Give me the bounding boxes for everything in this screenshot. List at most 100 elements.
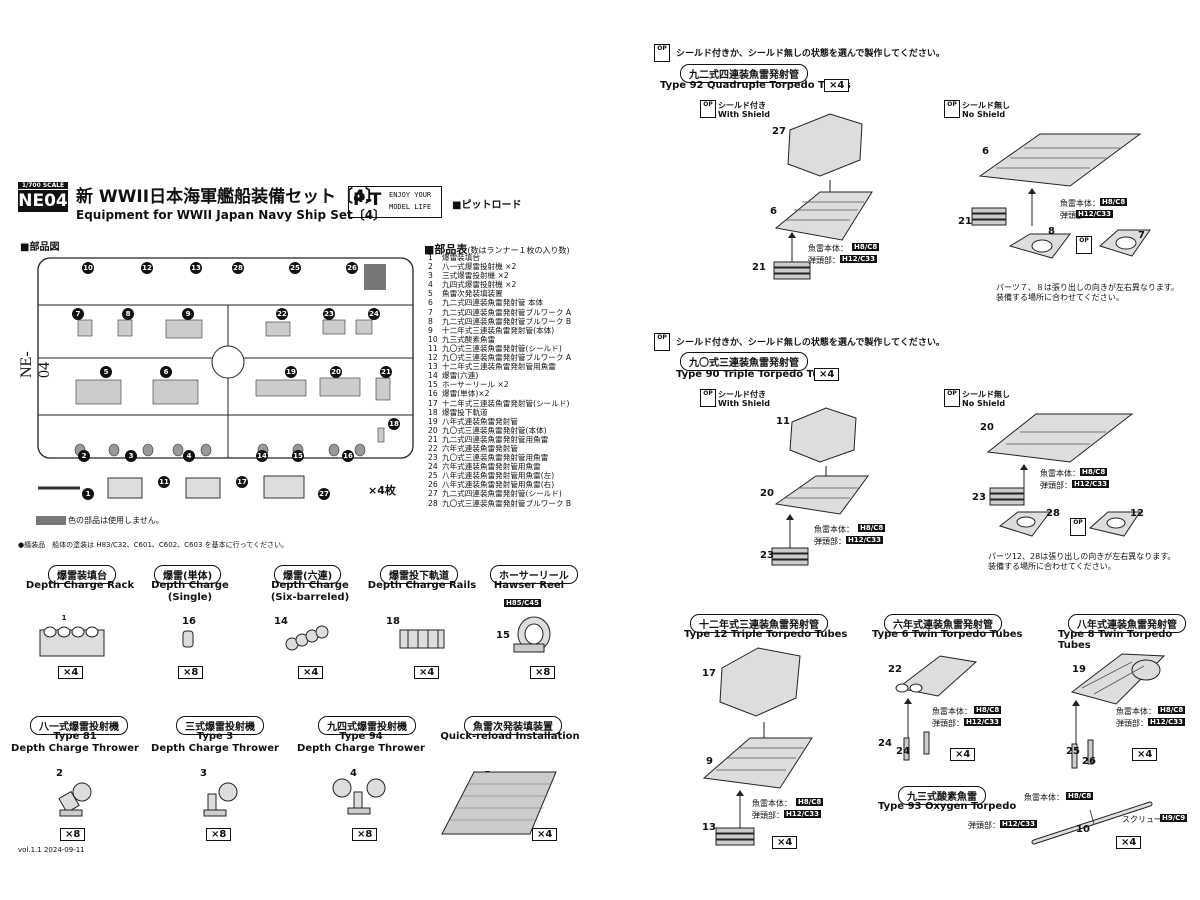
body-tag: H8/C8 (1100, 198, 1128, 206)
parts-table-name: 魚雷次発装填装置 (442, 289, 503, 299)
hawser-reel-drawing (513, 616, 551, 653)
head-label: 弾頭部： (808, 256, 840, 265)
sprue-diagram (37, 257, 414, 499)
note-78-line1: パーツ７、８は張り出しの向きが左右異なります。 (996, 283, 1180, 292)
parts-table-name: 九〇式三連装魚雷発射管ブルワーク A (442, 353, 572, 363)
color-tag: H85/C45 (504, 599, 542, 607)
t12-jp-label: 十二年式三連装魚雷発射管 (690, 614, 828, 633)
part-label: 6 (982, 146, 989, 157)
sprue-side-label: NE-04 (18, 351, 53, 378)
no-shield-jp: シールド無し (962, 390, 1010, 399)
parts-table-name: 爆雷装填台 (442, 253, 480, 262)
sprue-number: 24 (368, 308, 380, 320)
body-tag: H8/C8 (796, 798, 824, 806)
parts-table-number: 23 (428, 453, 438, 463)
sprue-number: 4 (183, 450, 195, 462)
parts-table-number: 4 (428, 280, 433, 290)
sprue-number: 16 (342, 450, 354, 462)
sprue-number: 25 (289, 262, 301, 274)
parts-table-name: 九〇式三連装魚雷発射管用魚雷 (442, 453, 549, 463)
qty-badge: ×8 (206, 828, 232, 841)
parts-table-row: 10 九三式酸素魚雷 (428, 335, 571, 344)
head-tag: H12/C33 (1072, 480, 1110, 488)
parts-table-name: 九三式酸素魚雷 (442, 334, 496, 344)
head-label: 弾頭部： (968, 821, 1000, 830)
title-jp: 新 WWII日本海軍艦船装備セット〔4〕 (76, 187, 382, 207)
item-en-label: Depth Charge (Single) (151, 580, 229, 603)
part-label: 21 (958, 216, 972, 227)
sprue-heading: ■部品図 (20, 242, 60, 253)
t93-en-label: Type 93 Oxygen Torpedo (878, 801, 1017, 812)
qty-badge: ×4 (950, 748, 976, 761)
item-jp-label: 爆雷投下軌道 (380, 565, 458, 584)
parts-table-name: 九二式四連装魚雷発射管 本体 (442, 298, 544, 308)
body-tag: H8/C8 (1066, 792, 1094, 800)
brand-logo: P-T ENJOY YOUR MODEL LIFE (348, 186, 442, 218)
part-label: 6 (770, 206, 777, 217)
parts-table-number: 3 (428, 271, 433, 281)
parts-table-subtitle: (数はランナー１枚の入り数) (467, 246, 570, 255)
body-label: 魚雷本体： (808, 244, 848, 253)
qty-badge: ×8 (530, 666, 556, 679)
parts-table-name: ホーサーリール ×2 (442, 380, 509, 390)
screw-tag: H9/C9 (1160, 814, 1188, 822)
qty-badge: ×4 (824, 79, 850, 92)
parts-table-name: 八年式連装魚雷発射管用魚雷(左) (442, 471, 555, 481)
parts-table-number: 12 (428, 353, 438, 363)
body-label: 魚雷本体： (814, 525, 854, 534)
t90-en-label: Type 90 Triple Torpedo Tubes (676, 369, 840, 380)
parts-table-name: 三式爆雷投射機 ×2 (442, 271, 509, 281)
depth-charge-rack-drawing (39, 626, 105, 657)
brand-tagline-2: MODEL LIFE (389, 203, 432, 211)
sprue-number: 8 (122, 308, 134, 320)
grey-swatch (36, 516, 66, 525)
screw-label: スクリュー： (1122, 815, 1170, 824)
item-en-label: Depth Charge Rails (367, 580, 477, 591)
head-label: 弾頭部： (932, 719, 964, 728)
item-en-label: Type 3 Depth Charge Thrower (151, 731, 279, 754)
parts-table-number: 2 (428, 262, 433, 272)
parts-table-number: 16 (428, 389, 438, 399)
brand-tagline-1: ENJOY YOUR (389, 191, 432, 199)
sprue-number: 15 (292, 450, 304, 462)
part-label: 27 (772, 126, 786, 137)
part-label: 21 (752, 262, 766, 273)
parts-table-name: 六年式連装魚雷発射管 (442, 443, 518, 453)
version-label: vol.1.1 2024-09-11 (18, 846, 85, 854)
parts-table-number: 10 (428, 334, 438, 344)
part-label: 20 (980, 422, 994, 433)
brand-logo-mark: P-T (353, 190, 382, 210)
parts-table-number: 20 (428, 425, 438, 435)
body-label: 魚雷本体： (752, 799, 792, 808)
with-shield-en: With Shield (718, 110, 770, 119)
qty-badge: ×4 (58, 666, 84, 679)
item-jp-label: 三式爆雷投射機 (176, 716, 264, 735)
parts-table-row: 12 九〇式三連装魚雷発射管ブルワーク A (428, 353, 571, 362)
with-shield-jp: シールド付き (718, 101, 766, 110)
parts-table-number: 17 (428, 398, 438, 408)
part-label: 12 (1130, 508, 1144, 519)
t93-jp-label: 九三式酸素魚雷 (898, 786, 986, 805)
t8-en-label: Type 8 Twin Torpedo Tubes (1058, 629, 1173, 651)
part-label: 20 (760, 488, 774, 499)
body-label: 魚雷本体： (1040, 469, 1080, 478)
item-jp-label: 爆雷(単体) (154, 565, 222, 584)
head-label: 弾頭部： (1040, 481, 1072, 490)
sprue-number: 9 (182, 308, 194, 320)
op-badge: OP (700, 389, 716, 407)
body-label: 魚雷本体： (1060, 199, 1100, 208)
depth-charge-six-drawing (285, 625, 329, 651)
body-tag: H8/C8 (852, 243, 880, 251)
item-jp-label: 爆雷装填台 (48, 565, 116, 584)
item-en-label: Type 81 Depth Charge Thrower (11, 731, 139, 754)
part-label: 28 (1046, 508, 1060, 519)
sprue-number: 18 (388, 418, 400, 430)
parts-table-number: 6 (428, 298, 433, 308)
